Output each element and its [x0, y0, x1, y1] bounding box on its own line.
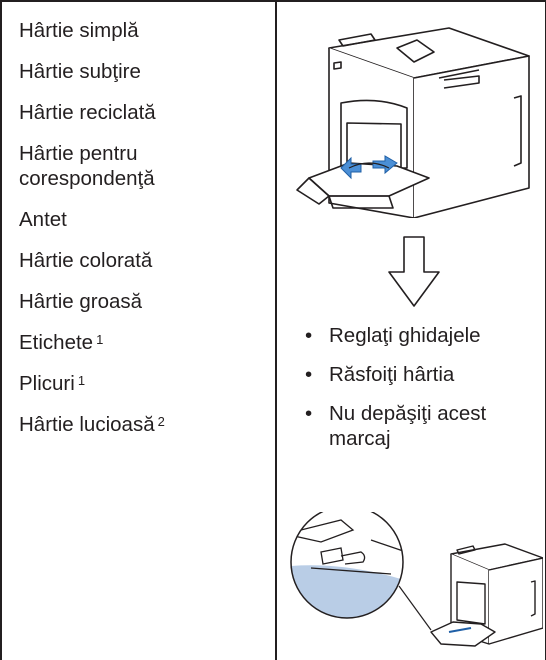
paper-type-label: Hârtie pentru corespondenţă	[19, 142, 155, 190]
list-item: • Nu depăşiţi acest marcaj	[305, 401, 529, 451]
bullet: •	[305, 363, 313, 386]
paper-type-label: Hârtie subţire	[19, 60, 141, 83]
list-item: Hârtie subţire	[19, 59, 269, 84]
list-item: Antet	[19, 207, 269, 232]
paper-type-label: Hârtie simplă	[19, 19, 139, 42]
table-right-border	[544, 0, 546, 660]
list-item: Hârtie reciclată	[19, 100, 269, 125]
down-arrow-icon	[388, 236, 440, 307]
instruction-list: • Reglaţi ghidajele • Răsfoiţi hârtia • Nu …	[305, 323, 545, 465]
paper-type-list: Hârtie simplă Hârtie subţire Hârtie reci…	[19, 18, 269, 437]
bullet: •	[305, 402, 313, 425]
bullet: •	[305, 324, 313, 347]
instruction-text: Reglaţi ghidajele	[329, 324, 481, 347]
paper-type-label: Hârtie reciclată	[19, 101, 156, 124]
footnote-marker: 1	[96, 332, 104, 347]
table-column-divider	[275, 0, 277, 660]
footnote-marker: 1	[77, 373, 86, 388]
instruction-panel: • Reglaţi ghidajele • Răsfoiţi hârtia • Nu …	[275, 0, 546, 660]
list-item: Hârtie pentru corespondenţă	[19, 141, 229, 191]
table-top-border	[0, 0, 546, 2]
instruction-text: Nu depăşiţi acest marcaj	[329, 402, 487, 450]
footnote-marker: 2	[157, 414, 165, 429]
table-left-border	[0, 0, 2, 660]
instruction-text: Răsfoiţi hârtia	[329, 363, 455, 386]
list-item: Hârtie groasă	[19, 289, 269, 314]
paper-type-label: Etichete	[19, 331, 94, 354]
paper-type-label: Hârtie lucioasă	[19, 413, 155, 436]
paper-type-label: Hârtie groasă	[19, 290, 143, 313]
printer-manual-feed-slot-icon	[296, 27, 530, 218]
list-item: • Răsfoiţi hârtia	[305, 362, 545, 387]
paper-type-label: Antet	[19, 208, 67, 231]
paper-type-label: Hârtie colorată	[19, 249, 153, 272]
list-item: • Reglaţi ghidajele	[305, 323, 545, 348]
paper-type-label: Plicuri	[19, 372, 75, 395]
max-paper-mark-detail-icon	[290, 512, 543, 647]
list-item: Hârtie simplă	[19, 18, 269, 43]
list-item: Hârtie colorată	[19, 248, 269, 273]
